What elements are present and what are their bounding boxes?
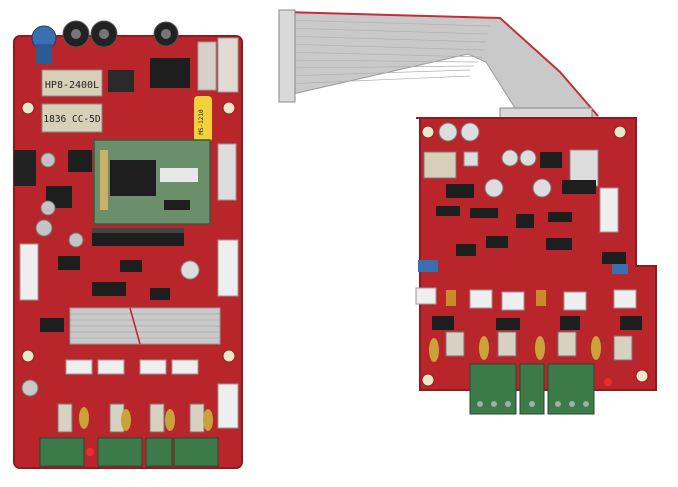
- oscillator-module-1: HP8-2400L: [41, 69, 103, 97]
- ribbon-connector-top: [278, 9, 296, 103]
- surge-protectors-right: [429, 331, 633, 362]
- oscillator-label-1: HP8-2400L: [45, 80, 99, 91]
- header-connector-left: [14, 150, 36, 186]
- right-circuit-board: [415, 117, 657, 415]
- jumper-block: [19, 243, 39, 301]
- mounting-hole: [21, 349, 35, 363]
- connector-strip: [217, 143, 237, 201]
- terminal-blocks-left: [39, 437, 219, 467]
- inductor: [108, 70, 134, 92]
- capacitor-group-top: [31, 20, 179, 64]
- status-led: [86, 448, 94, 456]
- chip: [68, 150, 92, 172]
- mounting-hole: [21, 101, 35, 115]
- daughter-board: [93, 139, 211, 225]
- component-array: [418, 206, 628, 274]
- mounting-hole: [222, 101, 236, 115]
- ribbon-cable-top: [278, 9, 600, 127]
- regulator-heatsink: [150, 58, 190, 88]
- oscillator-module-2: 1836 CC-5D: [41, 103, 103, 133]
- relay-row: [21, 359, 239, 429]
- left-circuit-board: HP8-2400L 1836 CC-5D MS-1210: [13, 20, 243, 469]
- mounting-hole: [222, 349, 236, 363]
- relay-row-right: [415, 287, 637, 311]
- ribbon-cable-small: [69, 307, 221, 345]
- surge-protectors: [57, 403, 213, 433]
- terminal-blocks-right: [469, 363, 612, 415]
- power-connector: [217, 37, 239, 93]
- yellow-badge: MS-1210: [194, 96, 212, 142]
- badge-label: MS-1210: [198, 109, 205, 135]
- power-connector: [197, 41, 217, 91]
- connector-strip: [217, 239, 239, 297]
- oscillator-label-2: 1836 CC-5D: [43, 114, 100, 125]
- status-led: [604, 378, 612, 386]
